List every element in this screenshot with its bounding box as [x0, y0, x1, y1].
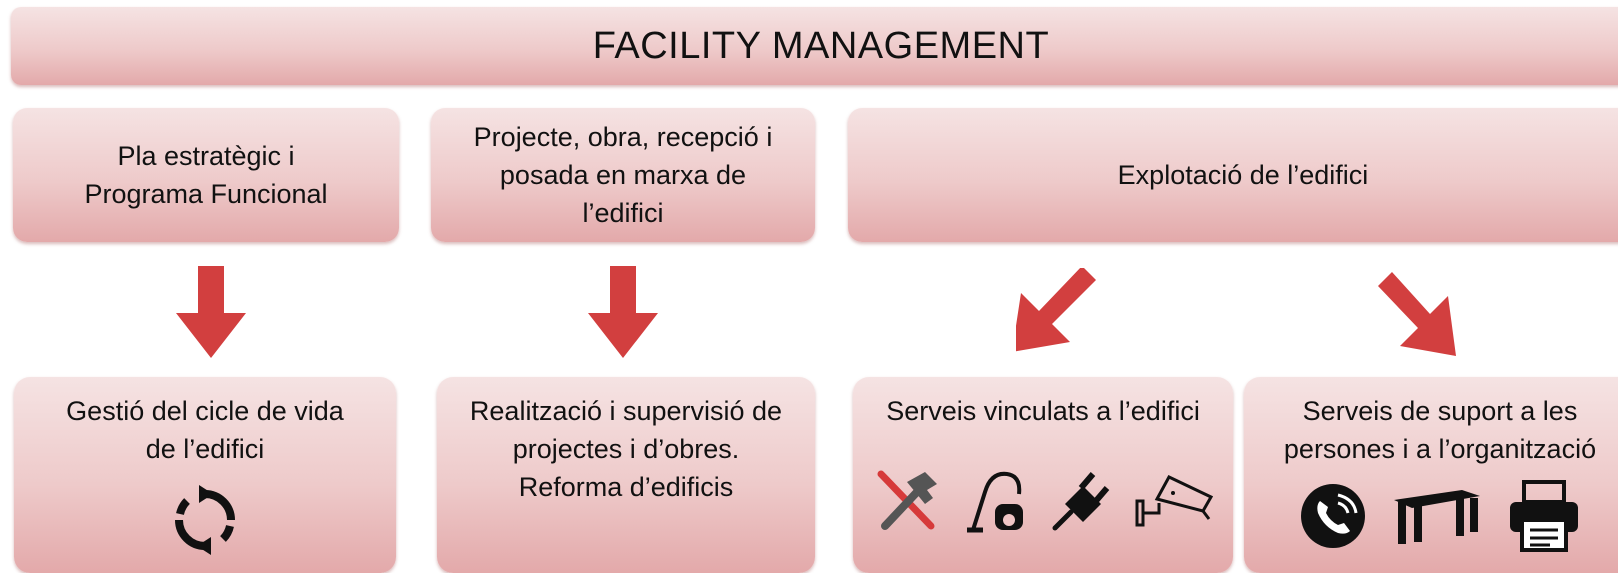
result-box-projects: Realització i supervisió de projectes i … — [437, 377, 815, 573]
down-right-arrow-icon — [1378, 272, 1456, 356]
printer-icon — [1508, 480, 1580, 552]
phase-label: Pla estratègic i Programa Funcional — [84, 141, 328, 209]
title-banner: FACILITY MANAGEMENT — [11, 7, 1618, 85]
result-box-building-services: Serveis vinculats a l’edifici — [853, 377, 1233, 573]
phone-icon — [1300, 483, 1366, 549]
down-left-arrow-icon — [1016, 268, 1096, 352]
security-camera-icon — [1133, 467, 1213, 531]
phase-box-construction: Projecte, obra, recepció i posada en mar… — [431, 108, 815, 242]
down-arrow-icon — [588, 266, 658, 358]
result-box-support-services: Serveis de suport a les persones i a l’o… — [1244, 377, 1618, 573]
down-arrow-icon — [176, 266, 246, 358]
cycle-icon — [169, 484, 241, 556]
tools-icon — [873, 464, 943, 534]
result-label: Serveis vinculats a l’edifici — [886, 396, 1200, 426]
power-plug-icon — [1049, 464, 1111, 534]
result-label: Serveis de suport a les persones i a l’o… — [1283, 396, 1597, 464]
phase-label: Projecte, obra, recepció i posada en mar… — [473, 122, 773, 228]
vacuum-cleaner-icon — [965, 464, 1027, 534]
table-icon — [1392, 486, 1482, 546]
result-label: Gestió del cicle de vida de l’edifici — [66, 396, 344, 464]
phase-label: Explotació de l’edifici — [1117, 160, 1369, 190]
phase-box-operation: Explotació de l’edifici — [848, 108, 1618, 242]
result-label: Realització i supervisió de projectes i … — [469, 396, 783, 502]
phase-box-strategic-plan: Pla estratègic i Programa Funcional — [13, 108, 399, 242]
result-box-lifecycle: Gestió del cicle de vida de l’edifici — [14, 377, 396, 573]
diagram-title: FACILITY MANAGEMENT — [592, 24, 1050, 67]
